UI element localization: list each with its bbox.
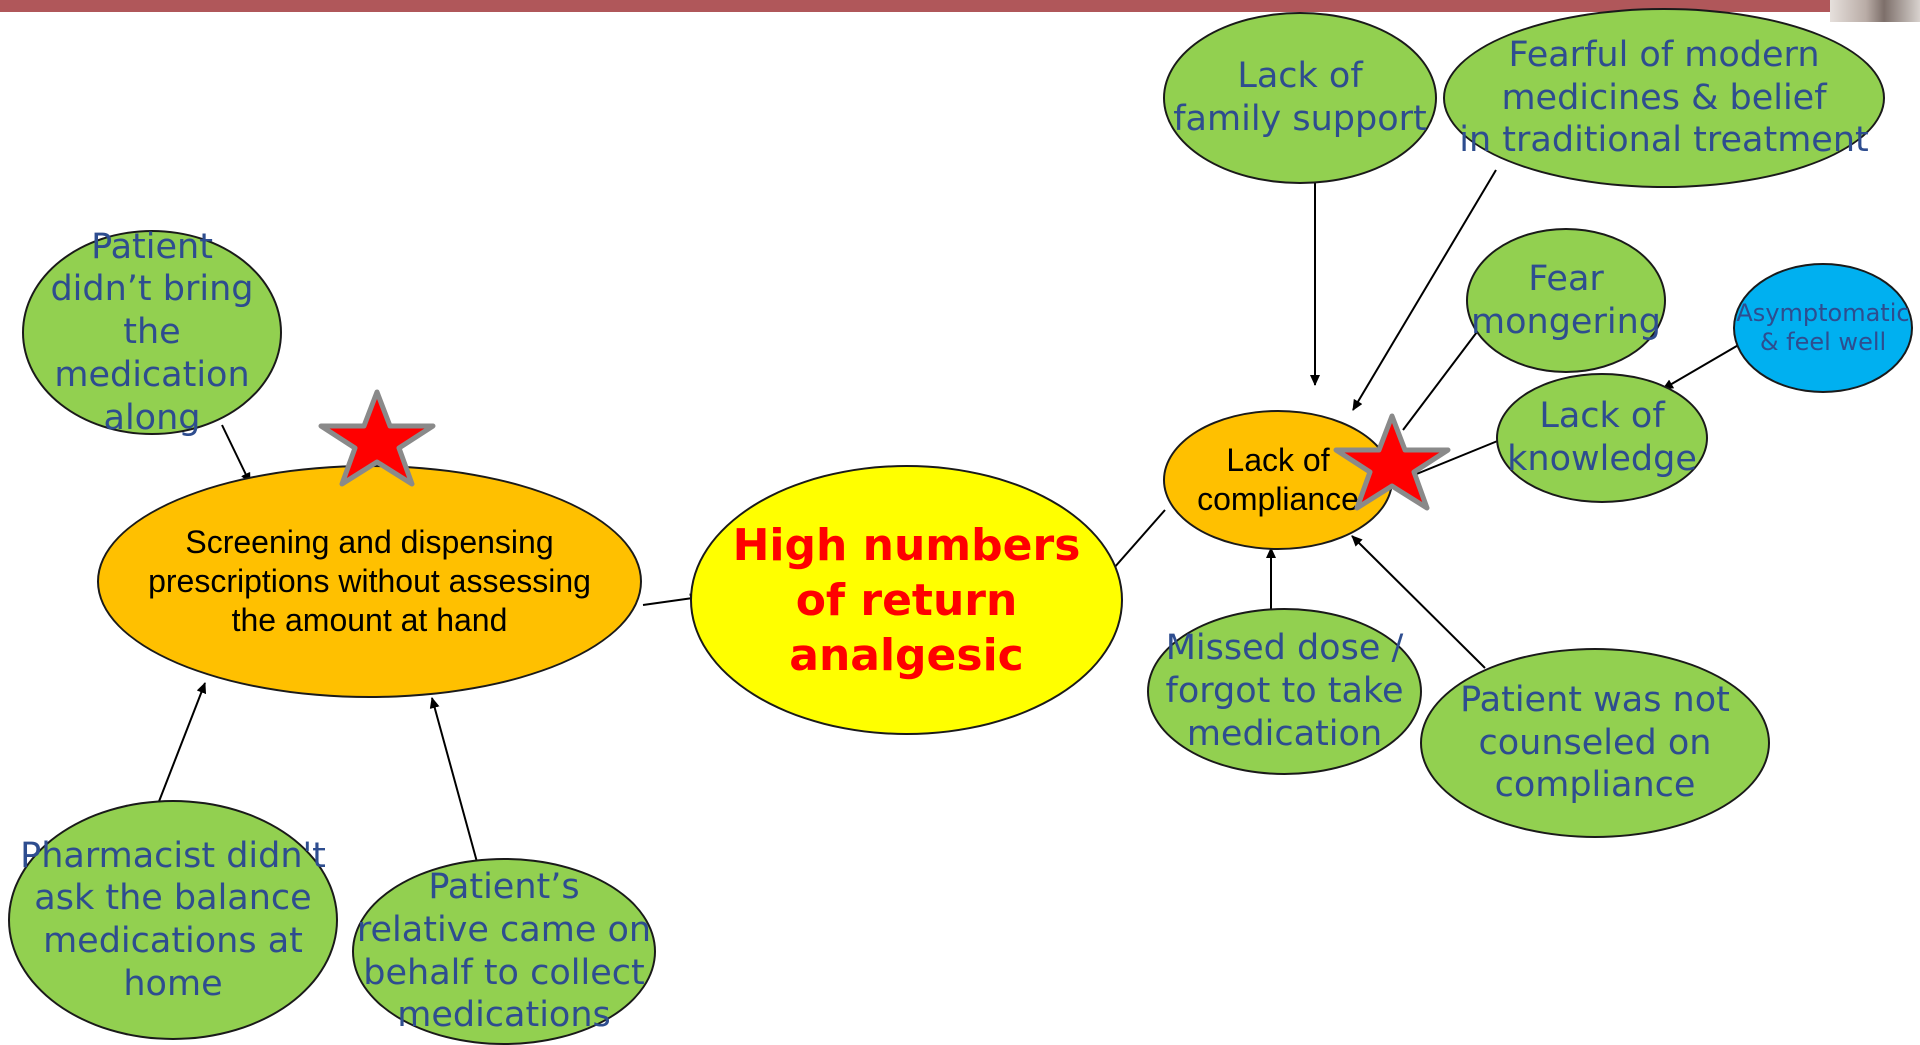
factor-label: Missed dose / forgot to take medication (1165, 628, 1404, 754)
factor-fearful-modern-medicine: Fearful of modern medicines & belief in … (1443, 8, 1885, 188)
outcome-high-return-analgesic: High numbers of return analgesic (690, 465, 1123, 735)
factor-label: Patient was not counseled on compliance (1460, 679, 1730, 806)
arrow-fearful-to-compliance (1352, 169, 1497, 411)
factor-fear-mongering: Fear mongering (1466, 228, 1666, 373)
factor-label: Patient’s relative came on behalf to col… (356, 867, 652, 1036)
factor-asymptomatic: Asymptomatic & feel well (1733, 263, 1913, 393)
cause-lack-compliance: Lack of compliance (1163, 410, 1393, 550)
factor-label: Asymptomatic & feel well (1736, 298, 1910, 356)
star-icon (1333, 413, 1451, 511)
arrow-patient-to-screening (221, 424, 251, 484)
arrow-counseled-to-compliance (1351, 535, 1486, 669)
star-icon (318, 389, 436, 487)
factor-label: Pharmacist didn't ask the balance medica… (20, 835, 326, 1004)
factor-label: Patient didn’t bring the medication alon… (50, 226, 254, 438)
cause-label: Lack of compliance (1197, 441, 1359, 517)
arrow-pharmacist-to-screening (157, 682, 207, 805)
factor-lack-knowledge: Lack of knowledge (1496, 373, 1708, 503)
header-image (1830, 0, 1920, 22)
factor-patient-didnt-bring: Patient didn’t bring the medication alon… (22, 227, 282, 438)
arrow-asymptomatic-to-knowledge (1662, 339, 1748, 390)
factor-pharmacist-didnt-ask: Pharmacist didn't ask the balance medica… (8, 800, 338, 1040)
factor-not-counseled: Patient was not counseled on compliance (1420, 648, 1770, 838)
factor-label: Fear mongering (1471, 258, 1661, 342)
factor-missed-dose: Missed dose / forgot to take medication (1147, 608, 1422, 775)
outcome-label: High numbers of return analgesic (732, 519, 1081, 681)
factor-label: Lack of family support (1173, 56, 1427, 139)
factor-lack-family-support: Lack of family support (1163, 12, 1437, 184)
cause-screening-dispensing: Screening and dispensing prescriptions w… (97, 465, 642, 698)
factor-relative-collected: Patient’s relative came on behalf to col… (352, 858, 656, 1045)
cause-label: Screening and dispensing prescriptions w… (148, 523, 591, 639)
header-bar (0, 0, 1920, 12)
factor-label: Lack of knowledge (1507, 396, 1697, 479)
arrow-fearmongering-to-compliance (1402, 319, 1487, 431)
arrow-relative-to-screening (429, 697, 478, 863)
factor-label: Fearful of modern medicines & belief in … (1459, 34, 1869, 161)
